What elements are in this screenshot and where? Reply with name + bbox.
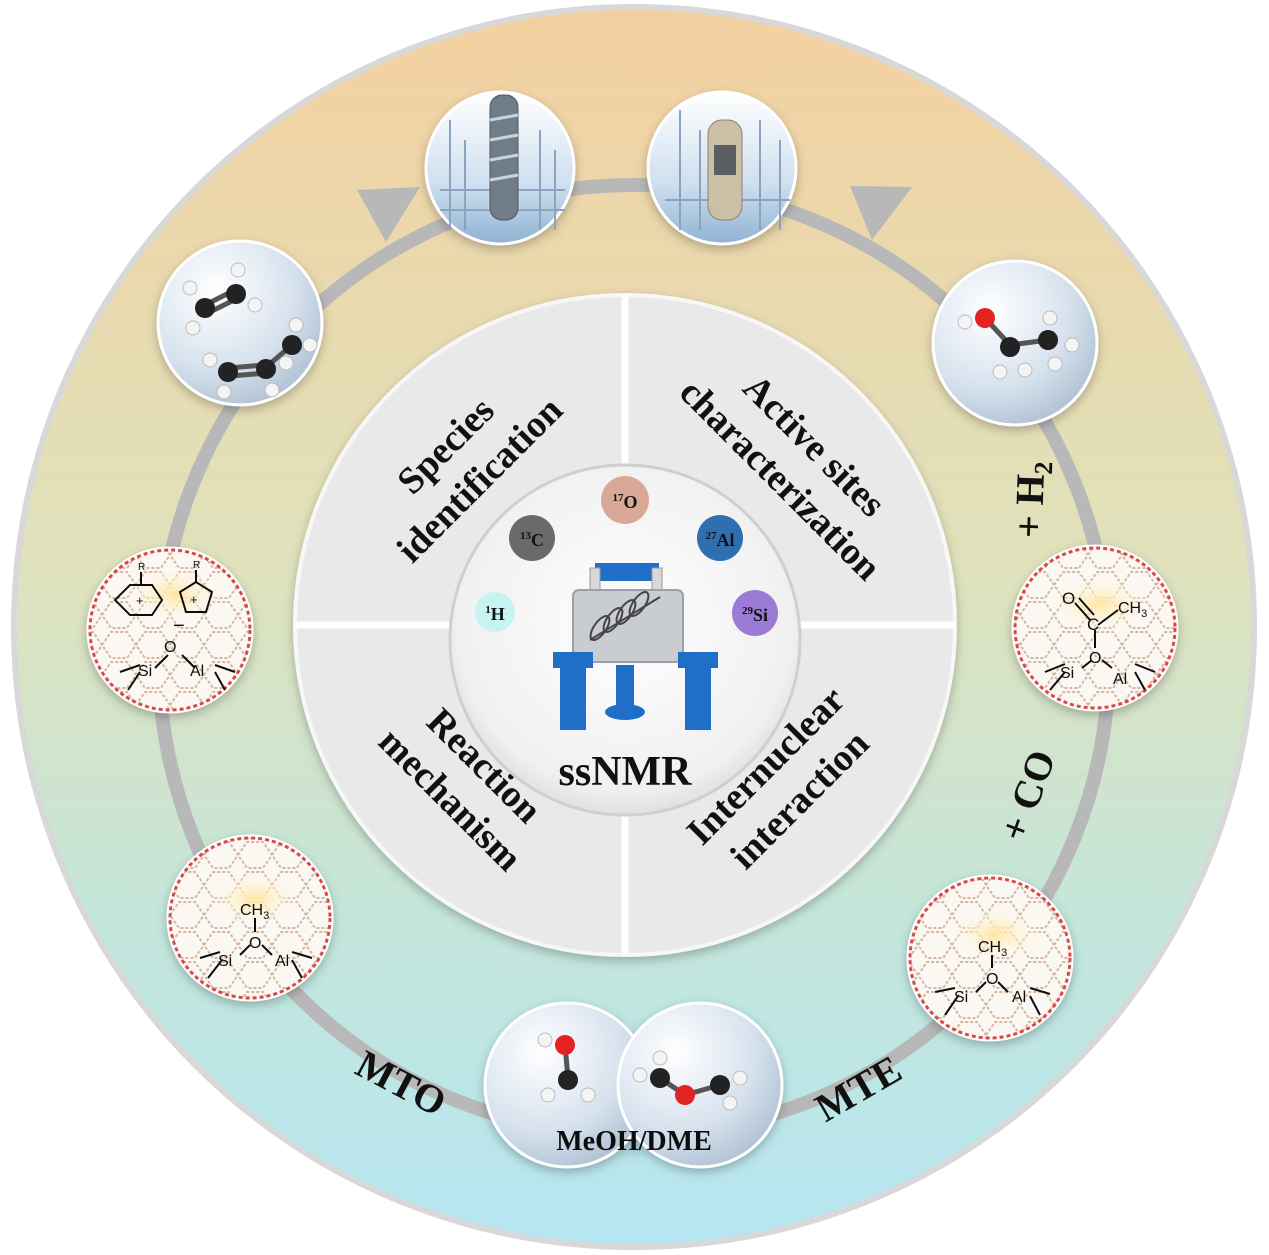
chem-ch3-label: CH3 [240, 902, 269, 922]
chem-al-label: Al [275, 953, 289, 970]
industrial-plant-right [646, 90, 798, 246]
svg-text:1H: 1H [485, 604, 505, 624]
chem-o-label: O [986, 971, 998, 988]
chem-r-label: R [138, 562, 145, 573]
svg-text:27Al: 27Al [706, 530, 735, 550]
industrial-plant-left [424, 90, 576, 246]
nmr-probe-icon [553, 563, 718, 730]
svg-text:17O: 17O [612, 492, 637, 512]
chem-si-label: Si [954, 989, 968, 1006]
ethanol-molecule-bubble [931, 259, 1099, 427]
chem-si-label: Si [1060, 665, 1074, 682]
chem-o-label: O [164, 639, 176, 656]
chem-minus-label: − [173, 615, 185, 637]
nucleus-13c: 13C [509, 515, 555, 561]
chem-o-label: O [1089, 650, 1101, 667]
chem-al-label: Al [190, 663, 204, 680]
chem-al-label: Al [1113, 671, 1127, 688]
chem-si-label: Si [138, 663, 152, 680]
nucleus-27al: 27Al [697, 515, 743, 561]
chem-plus-label: + [190, 592, 198, 607]
chem-ch3-label: CH3 [978, 939, 1007, 959]
chem-si-label: Si [218, 953, 232, 970]
arrow-right-head [850, 186, 912, 240]
arrow-left-head [357, 187, 420, 242]
chem-ch3-label: CH3 [1118, 600, 1147, 620]
chem-r-label: R [193, 560, 200, 571]
chem-c-label: C [1087, 615, 1099, 634]
zeolite-carbocation-bubble: R R + + − O Si Al [86, 546, 254, 714]
olefin-molecules-bubble [156, 239, 324, 407]
zeolite-methoxy-right-bubble: CH3 O Si Al [906, 874, 1074, 1042]
chem-al-label: Al [1012, 989, 1026, 1006]
zeolite-acetyl-bubble: O C CH3 O Si Al [1011, 544, 1179, 712]
zeolite-methoxy-left-bubble: CH3 O Si Al [166, 834, 334, 1002]
svg-text:29Si: 29Si [742, 605, 768, 625]
nucleus-29si: 29Si [732, 590, 778, 636]
svg-text:13C: 13C [520, 530, 544, 550]
chem-plus-label: + [136, 593, 144, 608]
feedstock-bubble: MeOH/DME [483, 1001, 784, 1169]
center-title: ssNMR [559, 749, 693, 795]
nucleus-17o: 17O [601, 476, 649, 524]
label-plus-h2: + H2 [1006, 460, 1059, 539]
chem-o-label: O [1062, 589, 1075, 608]
chem-o-label: O [249, 935, 261, 952]
feedstock-label: MeOH/DME [556, 1126, 712, 1157]
nucleus-1h: 1H [475, 592, 515, 632]
